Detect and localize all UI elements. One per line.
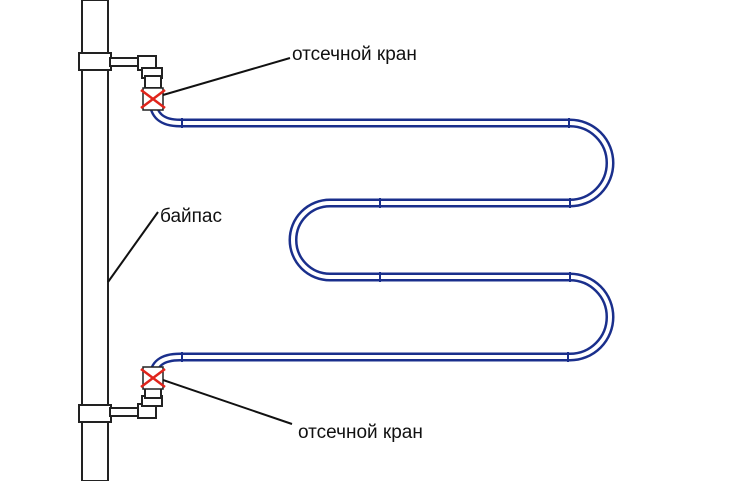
riser-coupling-bottom (78, 404, 112, 423)
label-valve-bottom: отсечной кран (298, 422, 423, 443)
label-bypass: байпас (160, 206, 222, 227)
leader-line-bypass (107, 211, 159, 283)
leader-line-valve-top (162, 57, 291, 96)
label-valve-top: отсечной кран (292, 44, 417, 65)
top-branch-fittings (109, 55, 163, 89)
riser-pipe (78, 0, 112, 481)
riser-coupling-top (78, 52, 112, 71)
shutoff-valve-bottom (140, 366, 166, 390)
towel-dryer-coil (148, 99, 615, 379)
bottom-branch-fittings (109, 385, 163, 419)
shutoff-valve-top (140, 87, 166, 111)
leader-line-valve-bottom (162, 379, 293, 425)
